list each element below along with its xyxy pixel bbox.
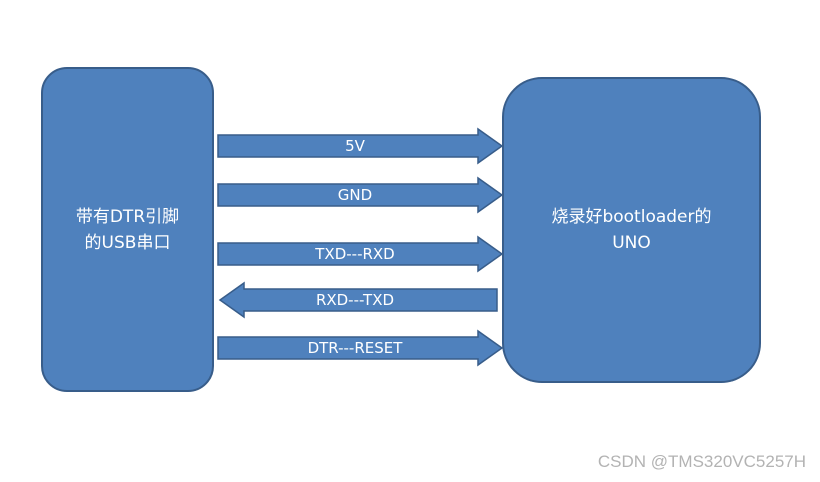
uno-label-line2: UNO [612,233,651,253]
usb-serial-adapter-box: 带有DTR引脚 的USB串口 [41,67,214,392]
arrow-label: TXD---RXD [314,245,394,263]
uno-board-box: 烧录好bootloader的 UNO [502,77,761,383]
arrow-label: 5V [345,137,366,155]
uno-label-line1: 烧录好bootloader的 [551,207,712,227]
arrow-right [217,235,504,273]
arrow-label: GND [338,186,372,204]
arrow-label: RXD---TXD [316,291,394,309]
arrow-left [218,281,498,319]
arrow-right [217,127,504,165]
usb-serial-label-line1: 带有DTR引脚 [75,206,180,227]
arrow-right [217,329,504,367]
watermark: CSDN @TMS320VC5257H [597,452,806,471]
arrow-right [217,176,504,214]
usb-serial-label-line2: 的USB串口 [84,232,171,253]
arrow-label: DTR---RESET [308,339,404,357]
